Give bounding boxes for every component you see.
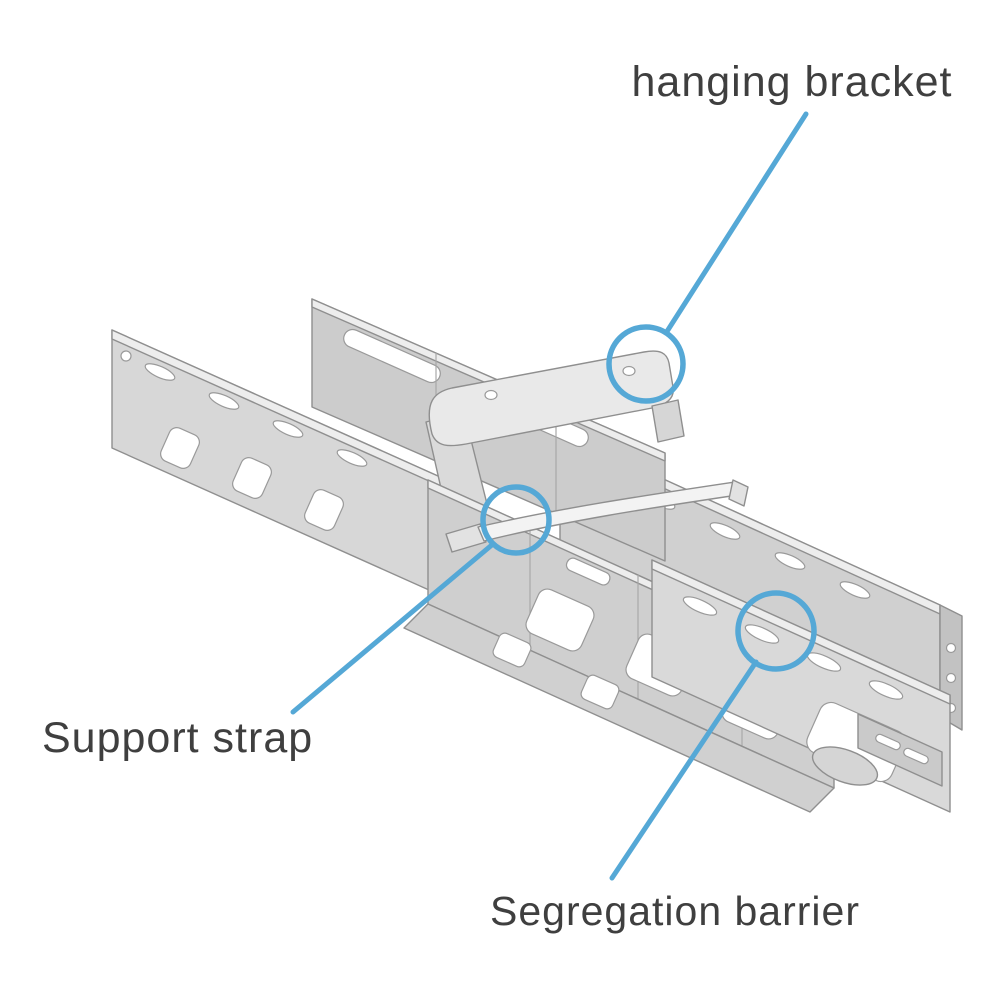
support-strap-tab — [445, 523, 487, 553]
segregation-barrier-callout-circle — [735, 590, 817, 672]
near-rail-slots — [682, 596, 904, 700]
hanging-bracket-callout-circle — [606, 324, 686, 404]
bracket-hole — [484, 389, 498, 401]
hanging-bracket-tab — [651, 399, 685, 443]
far-rail-left-slots — [120, 350, 368, 467]
far-rail-left-segment — [111, 329, 459, 604]
bracket-hole — [622, 365, 636, 377]
tray-floor-near — [403, 603, 835, 813]
annotations — [290, 111, 817, 881]
support-strap-leader-line — [290, 541, 496, 715]
support-strap-part — [445, 479, 749, 553]
support-strap-end-tab — [728, 479, 749, 507]
label-segregation-barrier: Segregation barrier — [490, 888, 860, 934]
label-hanging-bracket: hanging bracket — [631, 58, 953, 106]
floor-knockout-arc — [811, 746, 879, 786]
support-strap-callout-circle — [480, 484, 552, 556]
label-support-strap: Support strap — [42, 714, 314, 762]
cable-tray-drawing — [111, 298, 963, 813]
far-rail-left-cutouts — [160, 427, 344, 531]
segregation-barrier-leader-line — [609, 659, 759, 881]
mounting-foot — [857, 713, 943, 787]
hanging-bracket-leader-line — [663, 111, 809, 336]
